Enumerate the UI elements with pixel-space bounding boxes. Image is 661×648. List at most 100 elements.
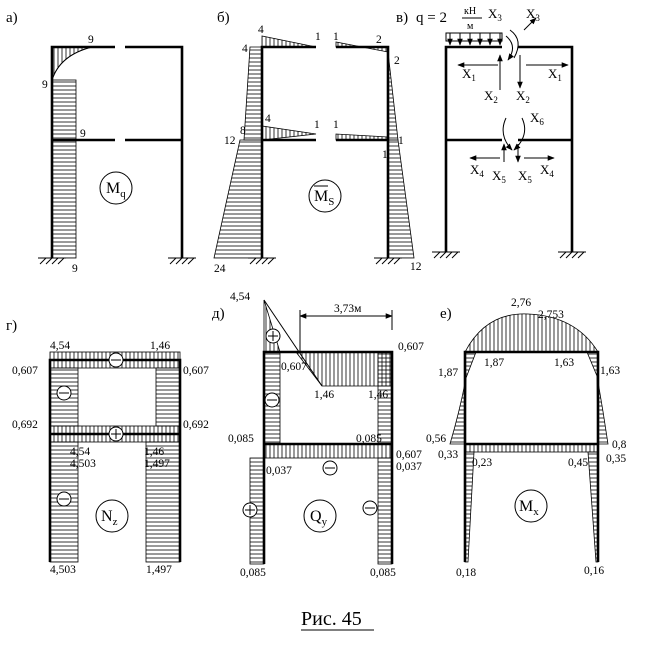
val-b-8: 8 xyxy=(240,125,246,137)
moment-label-f: Mx xyxy=(519,498,539,518)
val-e-146a: 1,46 xyxy=(314,389,334,401)
frame-c xyxy=(444,45,574,252)
val-b-1a: 1 xyxy=(315,31,321,43)
support-right-a xyxy=(168,257,196,265)
support-left-b xyxy=(248,257,276,265)
unknown-x6: X6 xyxy=(530,110,544,127)
frame-f xyxy=(463,350,600,562)
sign-minus-mid-e xyxy=(322,460,338,476)
load-label: q = 2 xyxy=(416,10,447,26)
panel-b: б) 4 1 1 2 4 2 12 8 4 1 xyxy=(213,10,422,275)
val-f-033: 0,33 xyxy=(438,449,458,461)
val-f-035: 0,35 xyxy=(606,453,626,465)
unknown-x3-b: X3 xyxy=(526,6,540,23)
moment-parabola xyxy=(464,313,599,353)
moment-label-b: MS xyxy=(314,188,334,208)
unknown-x2-b: X2 xyxy=(516,88,530,105)
panel-d: г) 4,54 1,46 0,607 0,607 0,692 0,692 4,5… xyxy=(6,318,209,576)
panel-f: е) 2,76 2,753 1,87 1,87 1,63 1,63 0,56 0… xyxy=(426,297,627,579)
val-f-163a: 1,63 xyxy=(554,357,574,369)
val-b-1c: 1 xyxy=(314,119,320,131)
sign-plus-top-e xyxy=(265,328,281,344)
val-b-12b: 12 xyxy=(410,261,422,273)
val-b-1e: 1 xyxy=(398,135,404,147)
val-d-br: 1,497 xyxy=(146,564,172,576)
figure-caption: Рис. 45 xyxy=(301,608,362,630)
val-e-0085d: 0,085 xyxy=(370,567,396,579)
val-d-m4: 1,497 xyxy=(144,458,170,470)
sign-minus-top xyxy=(108,352,124,368)
sign-plus-mid xyxy=(108,426,124,442)
val-f-056: 0,56 xyxy=(426,433,446,445)
val-d-m2: 4,503 xyxy=(70,458,96,470)
val-f-023: 0,23 xyxy=(472,457,492,469)
val-f-276: 2,76 xyxy=(511,297,531,309)
unknown-x4-b: X4 xyxy=(540,162,554,179)
val-f-045: 0,45 xyxy=(568,457,588,469)
val-e-0037a: 0,037 xyxy=(266,465,292,477)
force-label-circle-e xyxy=(303,499,337,533)
sign-minus-left-lower xyxy=(56,491,72,507)
val-d-m3: 1,46 xyxy=(144,446,164,458)
moment-curve-top xyxy=(51,46,93,81)
moment-diagram-column xyxy=(51,79,77,259)
distributed-load xyxy=(445,32,503,42)
sign-minus-right-e xyxy=(362,500,378,516)
val-b-12a: 12 xyxy=(224,135,236,147)
frame-a xyxy=(50,45,184,258)
val-a-left: 9 xyxy=(42,79,48,91)
val-b-4b: 4 xyxy=(242,43,248,55)
unit-den: м xyxy=(467,21,474,32)
val-b-1f: 1 xyxy=(382,149,388,161)
force-label-d: Nz xyxy=(101,508,118,528)
unknown-x1-a: X1 xyxy=(462,66,476,83)
val-d-r1: 0,607 xyxy=(183,365,209,377)
panel-e-label: д) xyxy=(212,306,225,322)
unit-num: кН xyxy=(464,6,476,17)
val-e-0085c: 0,085 xyxy=(240,567,266,579)
val-f-187b: 1,87 xyxy=(484,357,504,369)
val-b-24: 24 xyxy=(214,263,226,275)
sign-plus-bottom-e xyxy=(242,502,258,518)
val-f-2753: 2,753 xyxy=(538,309,564,321)
val-b-2b: 2 xyxy=(394,55,400,67)
force-label-circle-d xyxy=(95,499,129,533)
val-b-1b: 1 xyxy=(333,31,339,43)
sign-minus-left-e xyxy=(264,392,280,408)
unknown-x2-a: X2 xyxy=(484,88,498,105)
val-e-454: 4,54 xyxy=(230,291,250,303)
val-b-4c: 4 xyxy=(265,113,271,125)
panel-c: в) q = 2 кН м xyxy=(396,6,586,259)
moment-label-circle-a xyxy=(99,171,133,205)
support-right-b xyxy=(374,257,402,265)
val-e-0607b: 0,607 xyxy=(398,341,424,353)
val-d-m1: 4,54 xyxy=(70,446,90,458)
val-d-bl: 4,503 xyxy=(50,564,76,576)
val-f-016: 0,16 xyxy=(584,565,604,577)
val-e-0037b: 0,037 xyxy=(396,461,422,473)
unknown-x3-a: X3 xyxy=(488,6,502,23)
frame-e xyxy=(262,350,394,564)
val-b-2a: 2 xyxy=(376,34,382,46)
val-e-0607a: 0,607 xyxy=(281,361,307,373)
val-e-0085a: 0,085 xyxy=(228,433,254,445)
val-d-l2: 0,692 xyxy=(12,419,38,431)
moment-label-circle-f xyxy=(514,489,548,523)
val-f-018: 0,18 xyxy=(456,567,476,579)
unknown-x5-b: X5 xyxy=(518,168,532,185)
panel-a-label: а) xyxy=(6,10,18,26)
val-a-mid: 9 xyxy=(80,128,86,140)
val-d-tr: 1,46 xyxy=(150,340,170,352)
dimension-label: 3,73м xyxy=(334,303,362,315)
panel-f-label: е) xyxy=(440,306,452,322)
val-b-1d: 1 xyxy=(333,119,339,131)
val-d-tl: 4,54 xyxy=(50,340,70,352)
unknown-x4-a: X4 xyxy=(470,162,484,179)
val-f-163b: 1,63 xyxy=(600,365,620,377)
val-a-top: 9 xyxy=(88,34,94,46)
val-e-0607c: 0,607 xyxy=(396,449,422,461)
val-e-0085b: 0,085 xyxy=(356,433,382,445)
val-d-l1: 0,607 xyxy=(12,365,38,377)
val-f-08: 0,8 xyxy=(612,439,627,451)
